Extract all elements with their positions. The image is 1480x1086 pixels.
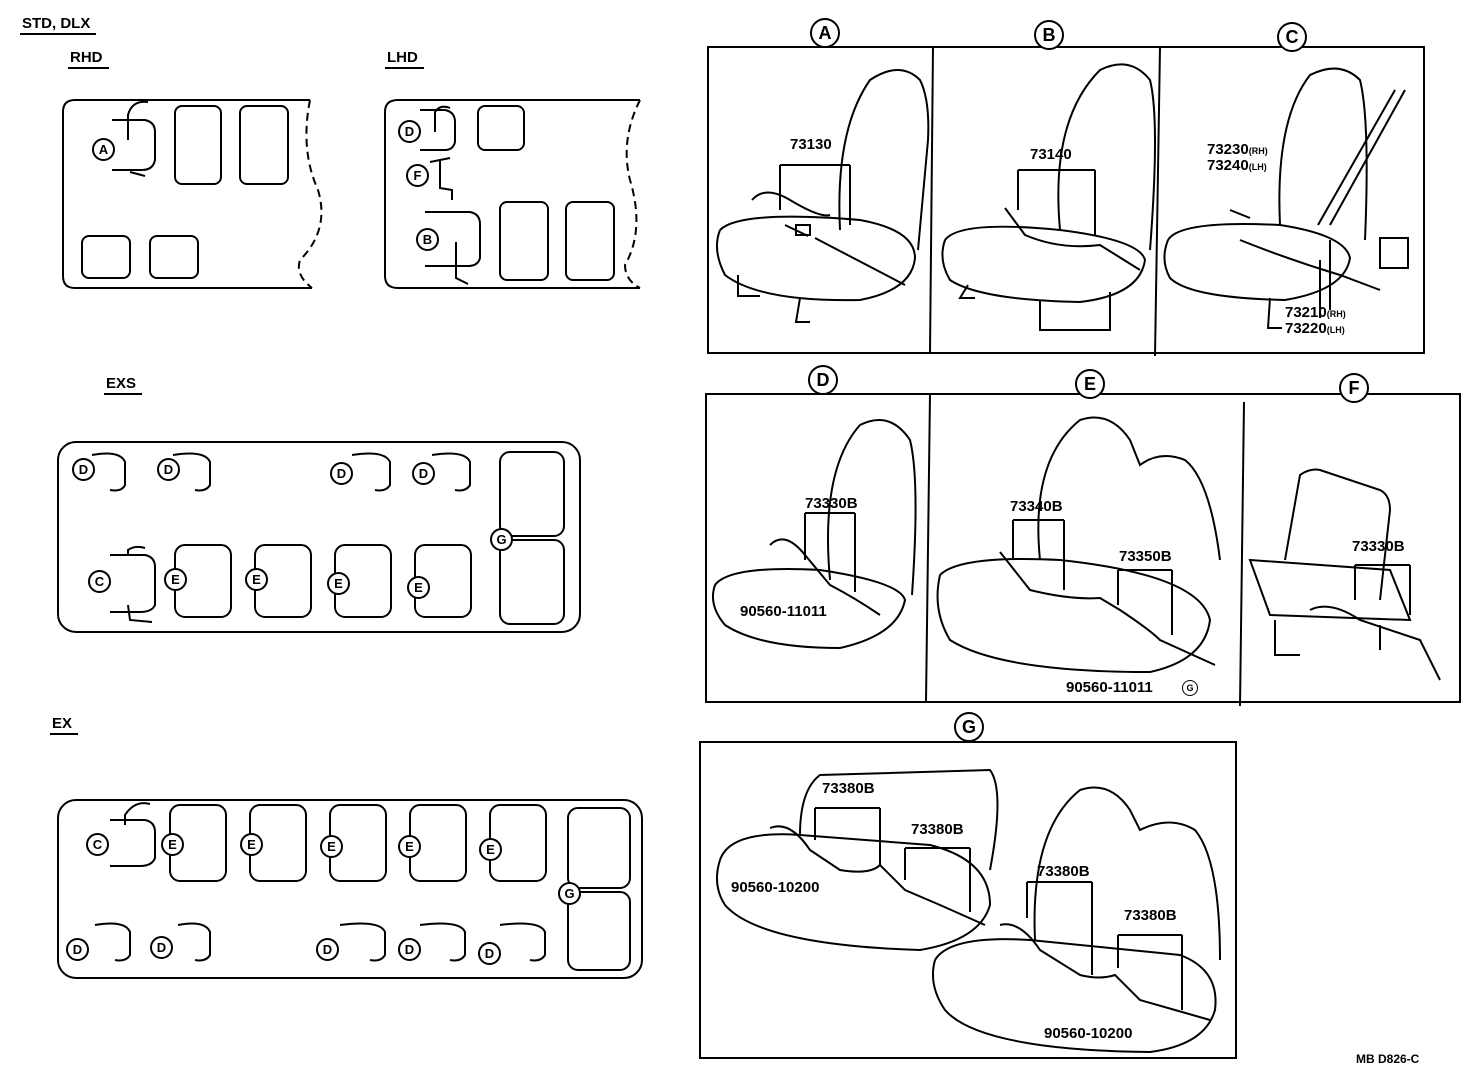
bolt-number-g-1: 90560-10200 xyxy=(731,879,820,896)
callout-d-exs-4: D xyxy=(412,462,435,485)
rhd-floor-plan xyxy=(62,99,323,289)
callout-e-ex-2: E xyxy=(240,833,263,856)
part-c-lh: 73240 xyxy=(1207,156,1249,174)
panel-frame-bottom xyxy=(699,741,1237,1059)
layout-label-exs: EXS xyxy=(104,376,143,395)
callout-c-exs: C xyxy=(88,570,111,593)
callout-e-exs-3: E xyxy=(327,572,350,595)
callout-c-ex: C xyxy=(86,833,109,856)
panel-frames-top xyxy=(707,46,1425,357)
panel-e-seat xyxy=(936,416,1221,674)
panel-a-seat xyxy=(715,69,930,323)
group-label-std-dlx: STD, DLX xyxy=(20,16,97,35)
panel-b-seat xyxy=(941,63,1156,331)
callout-e-exs-2: E xyxy=(245,568,268,591)
callout-d-exs-2: D xyxy=(157,458,180,481)
callout-e-exs-1: E xyxy=(164,568,187,591)
panel-g-seats xyxy=(715,768,1221,1054)
callout-d-exs-1: D xyxy=(72,458,95,481)
panel-header-d: D xyxy=(808,365,838,395)
part-number-c-belt: 73230(RH) 73240(LH) xyxy=(1207,142,1268,174)
panel-header-e: E xyxy=(1075,369,1105,399)
callout-b-lhd: B xyxy=(416,228,439,251)
layout-label-lhd: LHD xyxy=(385,50,424,69)
panel-f-seat xyxy=(1248,468,1441,681)
panel-header-b: B xyxy=(1034,20,1064,50)
layout-label-ex: EX xyxy=(50,716,79,735)
callout-d-ex-2: D xyxy=(150,936,173,959)
panel-header-c: C xyxy=(1277,22,1307,52)
part-c-rh-suffix: (RH) xyxy=(1248,146,1268,156)
callout-g-e-panel: G xyxy=(1182,680,1198,696)
part-c-lh-suffix: (LH) xyxy=(1248,161,1267,172)
callout-d-ex-3: D xyxy=(316,938,339,961)
panel-c-seat xyxy=(1163,67,1409,329)
part-number-g-4: 73380B xyxy=(1124,907,1177,924)
panel-d-seat xyxy=(712,419,917,650)
part-number-g-3: 73380B xyxy=(1037,863,1090,880)
part-number-c-buckle: 73210(RH) 73220(LH) xyxy=(1285,305,1346,337)
callout-e-exs-4: E xyxy=(407,576,430,599)
exs-floor-plan xyxy=(57,441,581,633)
part-number-e-1: 73340B xyxy=(1010,498,1063,515)
callout-d-ex-4: D xyxy=(398,938,421,961)
panel-header-f: F xyxy=(1339,373,1369,403)
part-number-a: 73130 xyxy=(790,136,832,153)
part-number-d: 73330B xyxy=(805,495,858,512)
callout-e-ex-4: E xyxy=(398,835,421,858)
part-number-f: 73330B xyxy=(1352,538,1405,555)
callout-a-rhd: A xyxy=(92,138,115,161)
part-number-b: 73140 xyxy=(1030,146,1072,163)
part-number-e-2: 73350B xyxy=(1119,548,1172,565)
part-c2-lh: 73220 xyxy=(1285,319,1327,337)
panel-header-a: A xyxy=(810,18,840,48)
part-c2-rh-suffix: (RH) xyxy=(1326,309,1346,319)
callout-d-ex-1: D xyxy=(66,938,89,961)
bolt-number-e: 90560-11011 xyxy=(1066,679,1153,696)
callout-g-ex: G xyxy=(558,882,581,905)
bolt-number-g-2: 90560-10200 xyxy=(1044,1025,1133,1042)
callout-e-ex-5: E xyxy=(479,838,502,861)
bolt-number-d: 90560-11011 xyxy=(740,603,827,620)
ex-floor-plan xyxy=(57,799,643,979)
callout-e-ex-3: E xyxy=(320,835,343,858)
exs-seat-row1 xyxy=(91,452,471,492)
panel-header-g: G xyxy=(954,712,984,742)
layout-label-rhd: RHD xyxy=(68,50,109,69)
diagram-code: MB D826-C xyxy=(1356,1052,1420,1066)
callout-d-lhd: D xyxy=(398,120,421,143)
callout-d-exs-3: D xyxy=(330,462,353,485)
callout-g-exs: G xyxy=(490,528,513,551)
part-number-g-2: 73380B xyxy=(911,821,964,838)
lhd-floor-plan xyxy=(384,99,641,289)
callout-d-ex-5: D xyxy=(478,942,501,965)
part-c2-lh-suffix: (LH) xyxy=(1326,324,1345,335)
part-c2-rh: 73210 xyxy=(1285,304,1327,321)
part-c-rh: 73230 xyxy=(1207,141,1249,158)
callout-f-lhd: F xyxy=(406,164,429,187)
callout-e-ex-1: E xyxy=(161,833,184,856)
part-number-g-1: 73380B xyxy=(822,780,875,797)
panel-frames-middle xyxy=(705,393,1461,707)
